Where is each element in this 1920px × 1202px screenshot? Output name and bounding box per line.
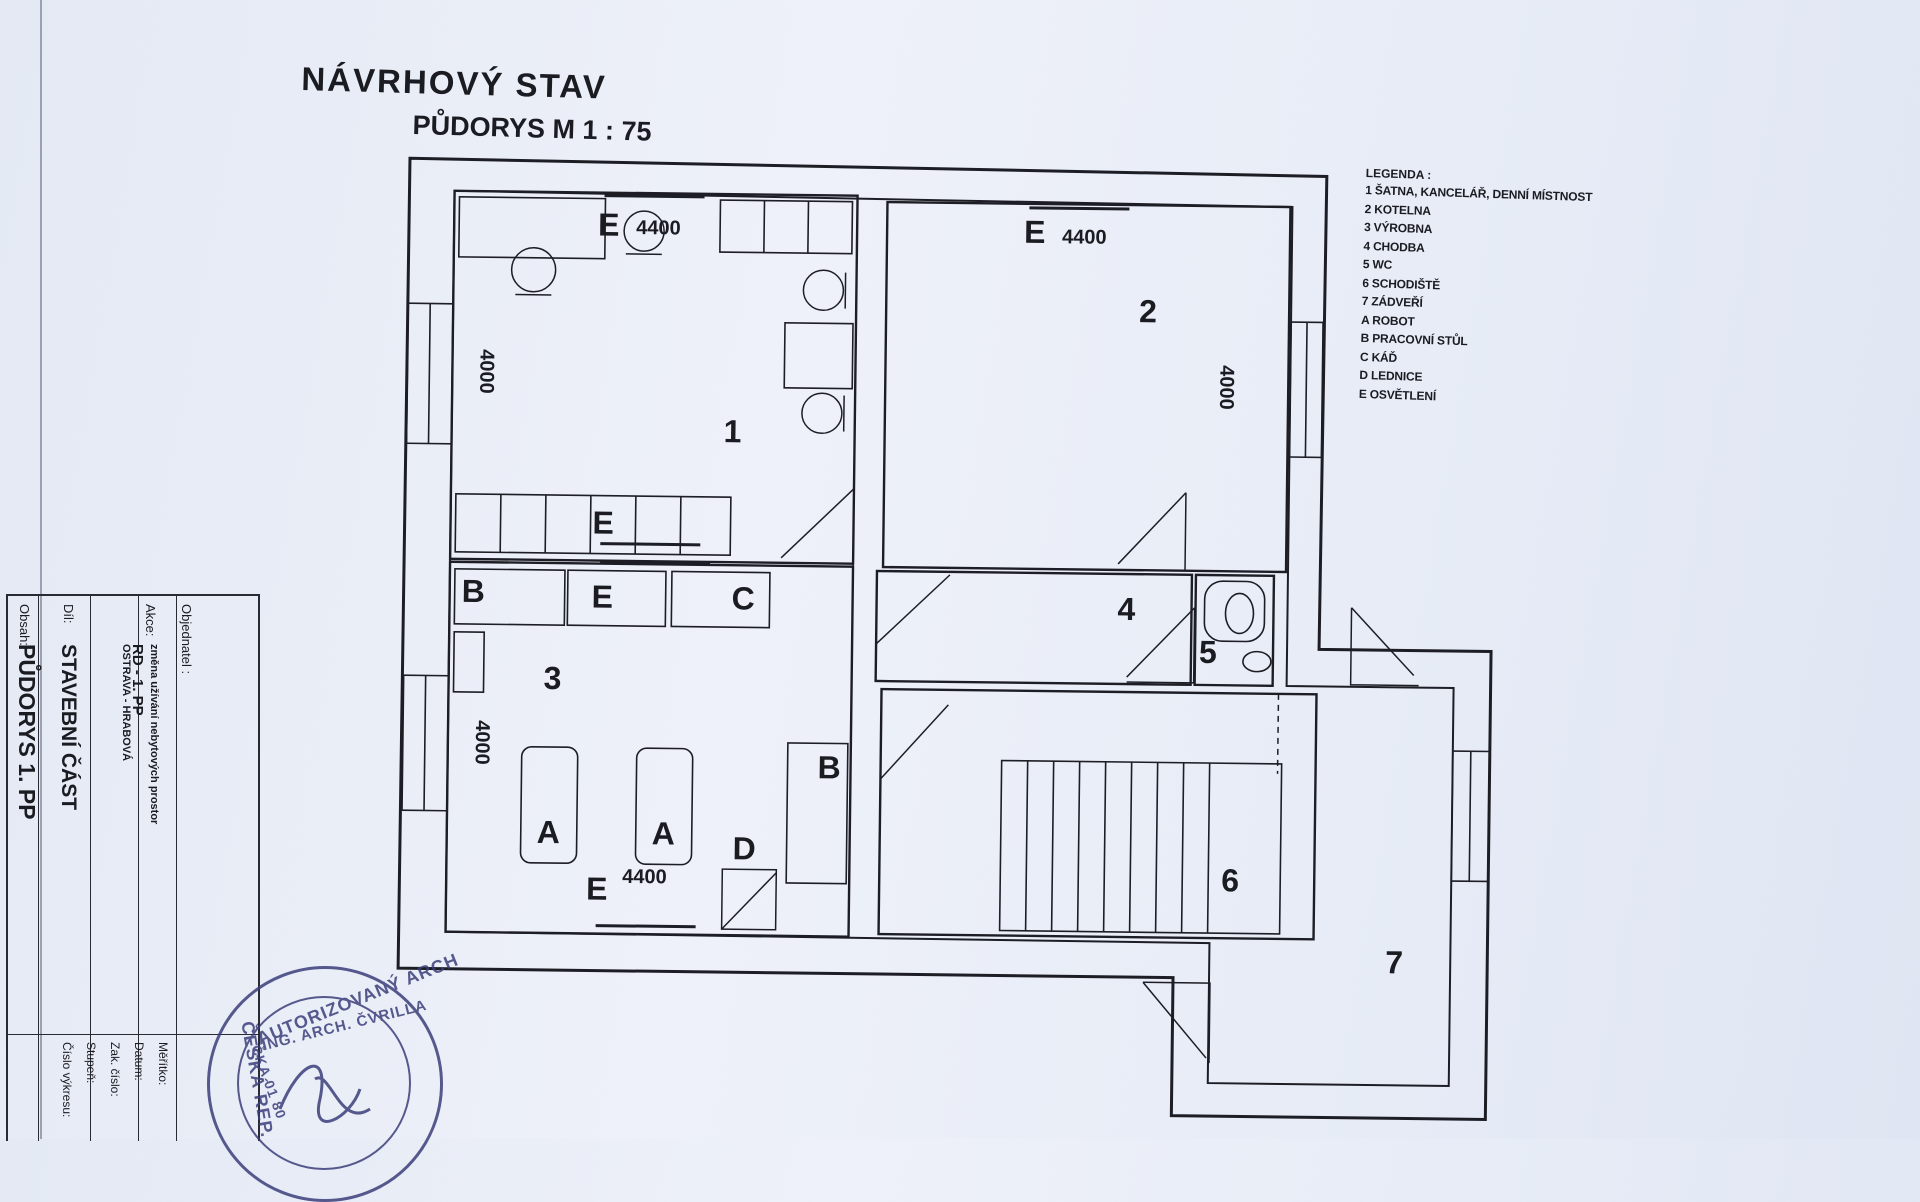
equipment-label-e: E: [586, 870, 608, 906]
title-block-label: Stupeň:: [84, 1042, 98, 1083]
title-block-label: Datum:: [132, 1042, 146, 1081]
akce-line: změna užívání nebytových prostor: [148, 644, 160, 824]
outer-wall-outline: [396, 158, 1497, 1119]
equipment-label-b: B: [461, 573, 485, 609]
dimension-room-3-width: 4400: [622, 866, 667, 889]
equipment-label-d: D: [732, 830, 756, 866]
equipment-label-e: E: [591, 579, 613, 615]
room-number-5: 5: [1199, 634, 1217, 670]
equipment-label-a: A: [537, 814, 561, 850]
title-block-label: Objednatel :: [179, 604, 194, 674]
title-block-label: Díl:: [61, 604, 76, 624]
dimension-room-1-width: 4400: [636, 217, 681, 240]
title-block-dil: STAVEBNÍ ČÁST: [56, 644, 80, 810]
title-block-label: Zak. číslo:: [108, 1042, 122, 1097]
legend: LEGENDA : 1 ŠATNA, KANCELÁŘ, DENNÍ MÍSTN…: [1359, 166, 1594, 410]
dimension-room-1-height: 4000: [475, 349, 498, 394]
signature-icon: [210, 969, 440, 1199]
equipment-label-e: E: [598, 207, 620, 243]
chairs: [510, 210, 847, 434]
title-block-label: Měřítko:: [156, 1042, 170, 1085]
room-number-4: 4: [1117, 591, 1135, 627]
equipment-label-a: A: [652, 815, 676, 851]
dimension-room-2-height: 4000: [1215, 365, 1238, 410]
equipment-label-e: E: [592, 505, 614, 541]
light-fixtures: [596, 196, 1130, 932]
staircase-treads: [1000, 761, 1282, 934]
room-4-outline: [876, 571, 1192, 685]
room-number-1: 1: [723, 413, 741, 449]
room-number-7: 7: [1385, 944, 1403, 980]
dimension-room-3-height: 4000: [471, 720, 494, 765]
authorization-stamp: AUTORIZOVANÝ ARCH ING. ARCH. ČVRILLA ČES…: [207, 966, 443, 1202]
title-block-obsah: PŮDORYS 1. PP: [13, 644, 40, 820]
title-block-label: Akce:: [143, 604, 158, 637]
room-number-3: 3: [543, 660, 561, 696]
title-block-divider: [176, 596, 177, 1141]
title-block-label: Obsah:: [17, 604, 32, 646]
room-1-outline: [450, 191, 857, 564]
title-block-label: Číslo výkresu:: [60, 1042, 74, 1117]
equipment-label-b: B: [817, 749, 841, 785]
equipment-label-e: E: [1024, 214, 1046, 250]
akce-line: OSTRAVA - HRABOVÁ: [120, 644, 132, 761]
dimension-room-2-width: 4400: [1062, 226, 1107, 249]
room-number-6: 6: [1221, 862, 1239, 898]
room-6-outline: [879, 689, 1317, 939]
vestibule-dashed: [1278, 694, 1317, 774]
equipment-label-c: C: [731, 580, 755, 616]
room-number-2: 2: [1139, 293, 1157, 329]
